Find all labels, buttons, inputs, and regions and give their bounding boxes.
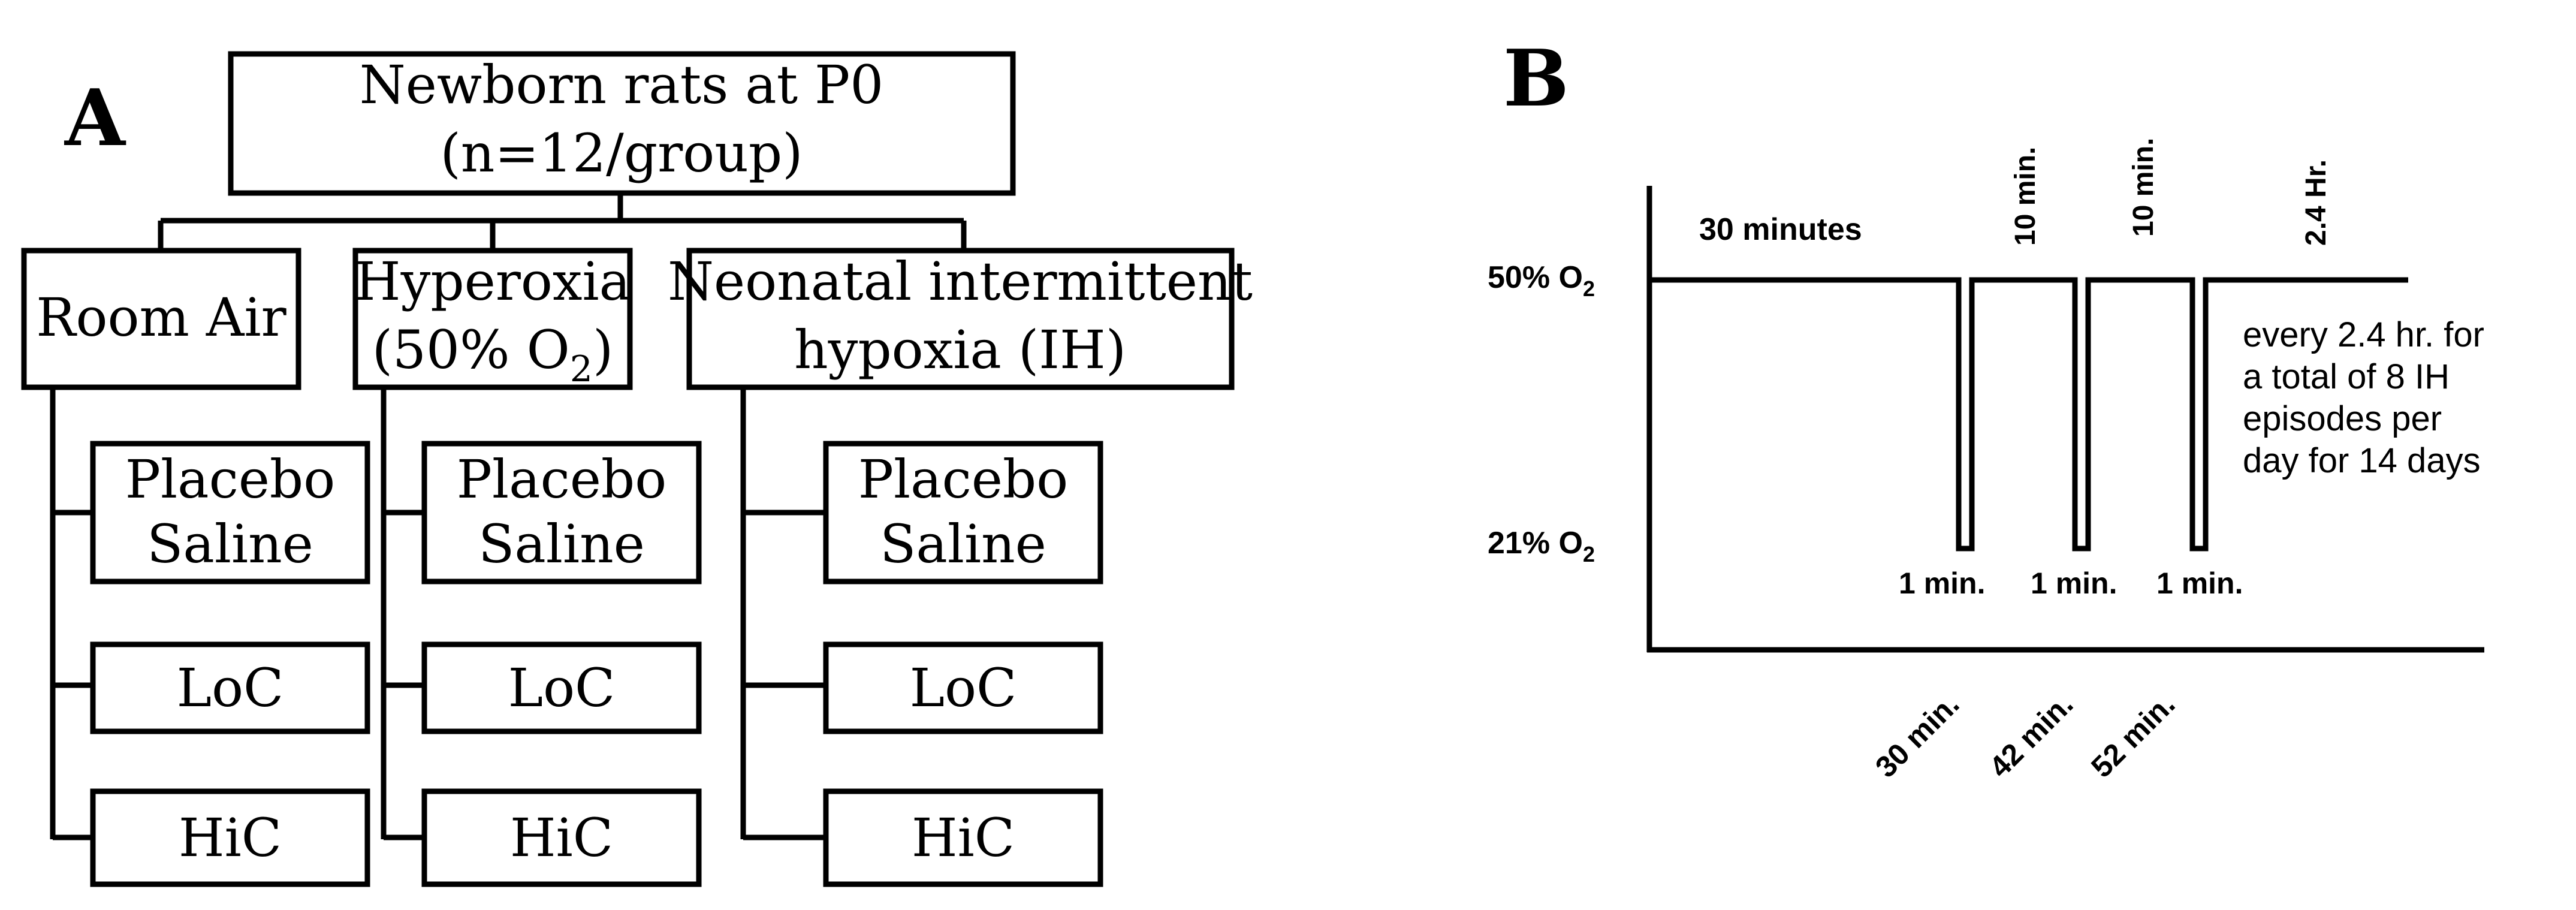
hyperoxia-loc-label: LoC bbox=[508, 657, 616, 719]
group-ih-line1: Neonatal intermittent bbox=[668, 251, 1253, 312]
time-label-30: 30 min. bbox=[1869, 687, 1965, 784]
time-label-42: 42 min. bbox=[1983, 687, 2079, 784]
dip-label-1: 1 min. bbox=[1899, 567, 1985, 600]
group-box-hyperoxia bbox=[352, 248, 633, 390]
room-air-loc-box bbox=[90, 641, 370, 734]
group-box-room-air bbox=[21, 248, 301, 390]
group-hyperoxia-line2: (50% O2) bbox=[372, 319, 614, 390]
room-air-loc-label: LoC bbox=[177, 657, 284, 719]
root-line1: Newborn rats at P0 bbox=[360, 54, 883, 116]
root-box bbox=[228, 51, 1016, 196]
room-air-hic-box bbox=[90, 788, 370, 887]
panel-b: B 50% O2 21% O2 30 minutes 10 min. 10 mi… bbox=[1488, 32, 2484, 784]
room-air-placebo-line2: Saline bbox=[147, 513, 313, 575]
group-box-ih bbox=[686, 248, 1235, 390]
interval-label-3: 2.4 Hr. bbox=[2300, 159, 2332, 246]
hyperoxia-hic-label: HiC bbox=[510, 807, 613, 869]
hyperoxia-loc-box bbox=[421, 641, 702, 734]
root-line2: (n=12/group) bbox=[440, 122, 803, 184]
hyperoxia-placebo-line1: Placebo bbox=[457, 448, 667, 510]
interval-label-2: 10 min. bbox=[2128, 138, 2159, 237]
ih-loc-box bbox=[823, 641, 1103, 734]
ih-placebo-box bbox=[823, 441, 1103, 584]
room-air-hic-label: HiC bbox=[179, 807, 282, 869]
ih-loc-label: LoC bbox=[910, 657, 1017, 719]
y-label-21-o2: 21% O2 bbox=[1488, 526, 1595, 567]
note-line-1: every 2.4 hr. for bbox=[2243, 315, 2484, 354]
hyperoxia-placebo-line2: Saline bbox=[478, 513, 645, 575]
interval-label-1: 10 min. bbox=[2010, 147, 2041, 246]
panel-a-label: A bbox=[64, 72, 126, 164]
hyperoxia-placebo-box bbox=[421, 441, 702, 584]
baseline-duration-label: 30 minutes bbox=[1699, 212, 1862, 247]
room-air-placebo-box bbox=[90, 441, 370, 584]
oxygen-trace bbox=[1649, 277, 2408, 552]
ih-hic-label: HiC bbox=[912, 807, 1015, 869]
group-ih-line2: hypoxia (IH) bbox=[794, 319, 1126, 381]
ih-placebo-line2: Saline bbox=[880, 513, 1046, 575]
time-label-52: 52 min. bbox=[2085, 687, 2181, 784]
room-air-placebo-line1: Placebo bbox=[125, 448, 336, 510]
group-hyperoxia-line1: Hyperoxia bbox=[355, 251, 631, 312]
note-line-4: day for 14 days bbox=[2243, 441, 2481, 480]
note-line-2: a total of 8 IH bbox=[2243, 357, 2450, 396]
panel-b-label: B bbox=[1503, 32, 1569, 124]
dip-label-3: 1 min. bbox=[2156, 567, 2243, 600]
group-room-air-label: Room Air bbox=[36, 287, 286, 348]
hyperoxia-hic-box bbox=[421, 788, 702, 887]
dip-label-2: 1 min. bbox=[2031, 567, 2117, 600]
protocol-note: every 2.4 hr. for a total of 8 IH episod… bbox=[2243, 315, 2484, 480]
note-line-3: episodes per bbox=[2243, 399, 2442, 438]
ih-hic-box bbox=[823, 788, 1103, 887]
panel-a: A Newborn rats at P0 (n=12/group) Room A… bbox=[21, 51, 1253, 887]
ih-placebo-line1: Placebo bbox=[858, 448, 1069, 510]
y-label-50-o2: 50% O2 bbox=[1488, 260, 1595, 301]
